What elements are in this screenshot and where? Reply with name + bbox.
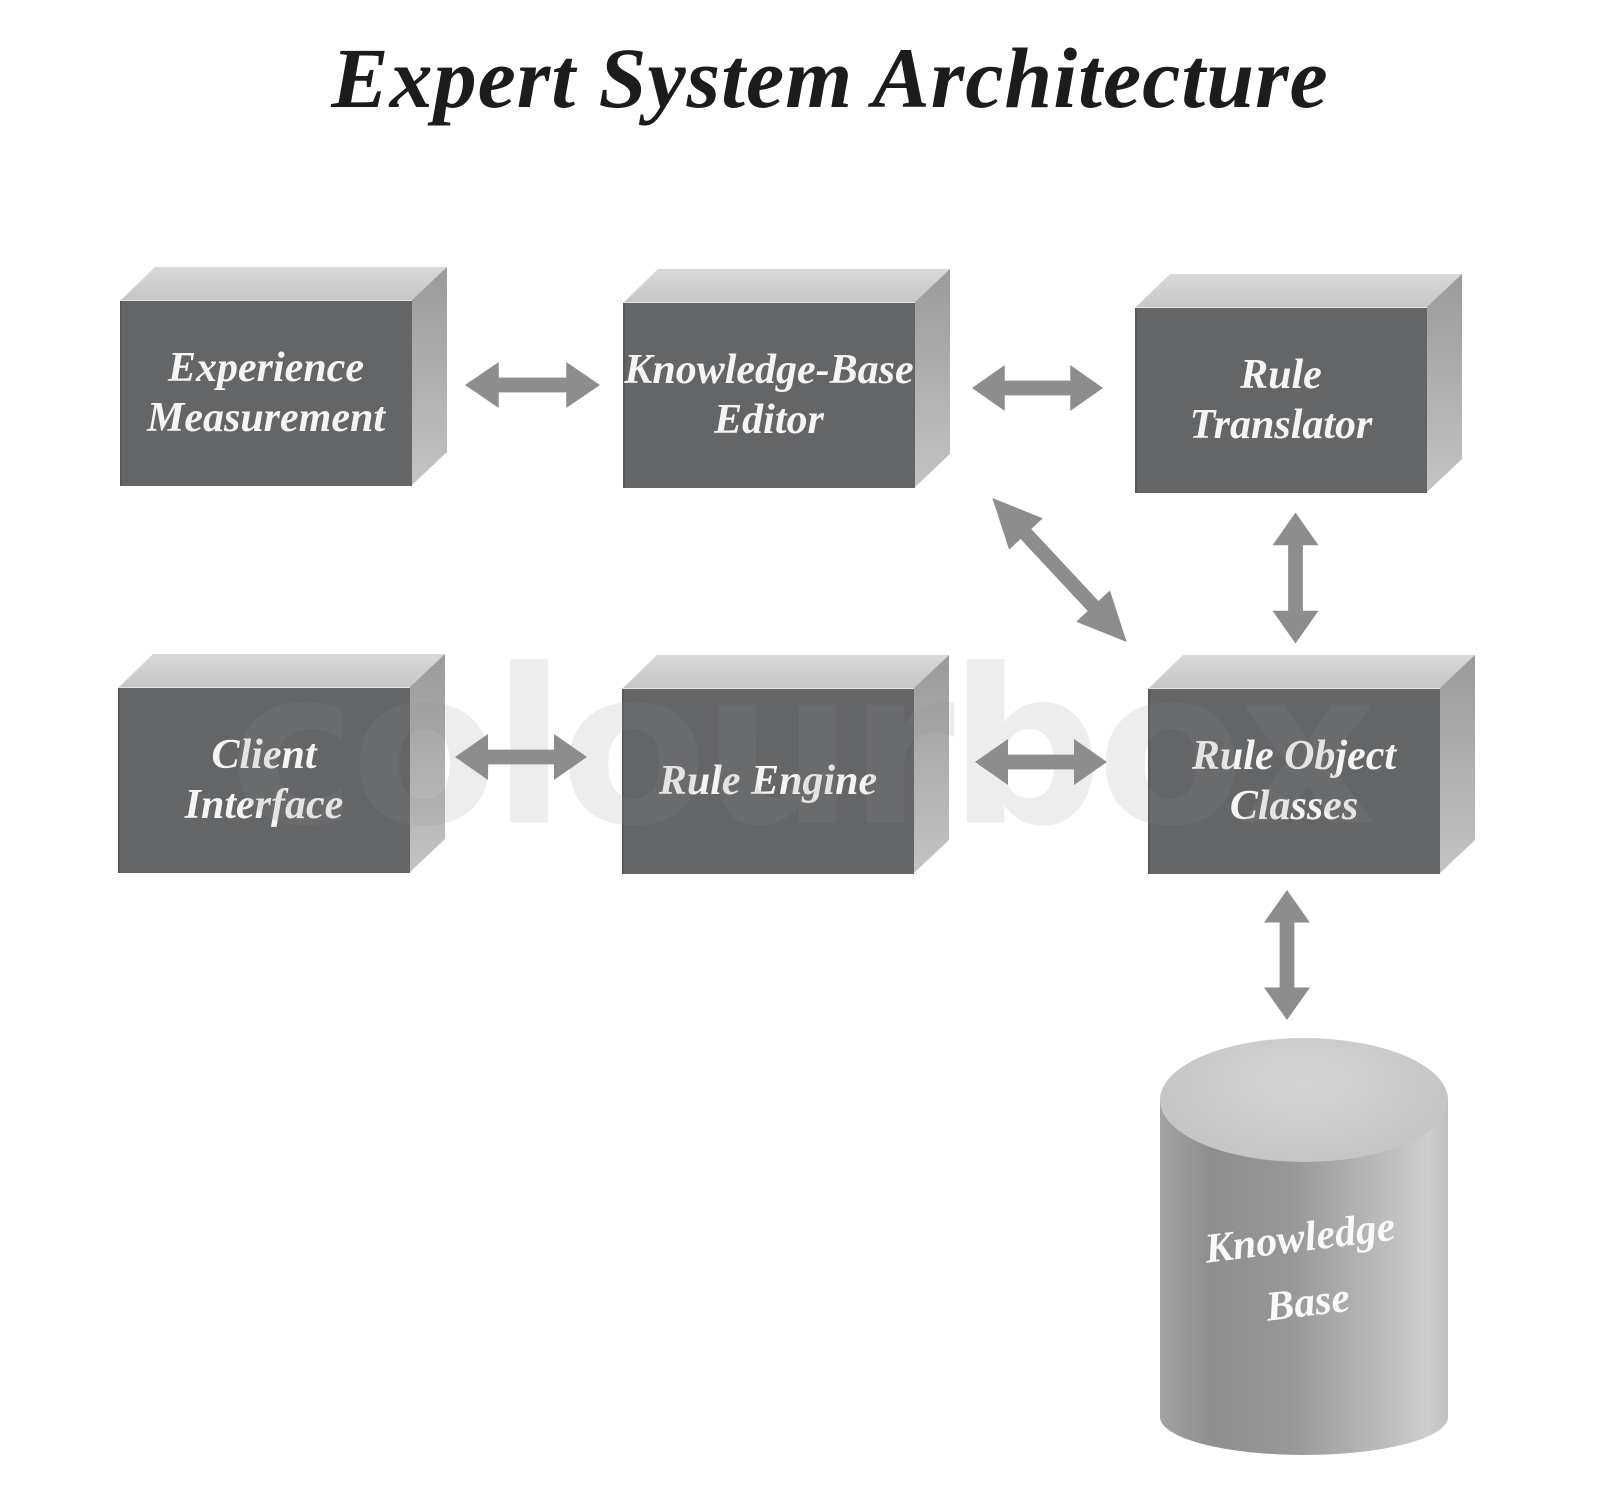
node-experience-measurement: Experience Measurement: [120, 267, 447, 486]
node-label-line: Experience: [168, 344, 364, 391]
node-label-line: Rule Engine: [658, 757, 878, 804]
box-top-face: [622, 655, 949, 689]
box-front-face: Rule Translator: [1135, 307, 1427, 493]
box-side-face: [1427, 274, 1462, 492]
node-label-line: Editor: [714, 396, 824, 443]
arrow-rule-object-classes-knowledge-base: [1264, 890, 1310, 1020]
cylinder-top-face: [1160, 1038, 1448, 1162]
box-top-face: [1148, 655, 1475, 689]
arrow-client-interface-rule-engine: [455, 734, 587, 780]
box-front-face: Experience Measurement: [120, 300, 412, 486]
box-top-face: [623, 269, 950, 303]
box-side-face: [412, 267, 447, 485]
node-label-line: Translator: [1189, 401, 1373, 448]
node-rule-object-classes: Rule Object Classes: [1148, 655, 1475, 874]
node-label: Client Interface: [185, 731, 344, 830]
box-side-face: [915, 269, 950, 487]
arrow-knowledge-base-editor-rule-object-classes: [976, 482, 1144, 657]
node-label-line: Rule Object: [1191, 732, 1397, 779]
box-front-face: Knowledge-Base Editor: [623, 302, 915, 488]
node-label: Rule Engine: [659, 757, 877, 807]
box-front-face: Client Interface: [118, 687, 410, 873]
node-client-interface: Client Interface: [118, 654, 445, 873]
arrow-experience-measurement-knowledge-base-editor: [465, 362, 600, 408]
arrow-rule-engine-rule-object-classes: [975, 739, 1107, 785]
box-front-face: Rule Object Classes: [1148, 688, 1440, 874]
node-knowledge-base: Knowledge Base: [1160, 1038, 1448, 1455]
box-side-face: [914, 655, 949, 873]
arrow-rule-translator-rule-object-classes: [1273, 513, 1319, 644]
node-label-line: Knowledge-Base: [624, 346, 914, 393]
arrow-knowledge-base-editor-rule-translator: [972, 365, 1103, 411]
diagram-title: Expert System Architecture: [331, 30, 1329, 126]
node-label-line: Measurement: [146, 394, 385, 441]
node-label: Rule Object Classes: [1192, 732, 1396, 831]
node-label-line: Interface: [184, 781, 344, 828]
box-top-face: [120, 267, 447, 301]
node-label: Experience Measurement: [147, 344, 385, 443]
node-knowledge-base-editor: Knowledge-Base Editor: [623, 269, 950, 488]
node-label-line: Classes: [1229, 782, 1359, 829]
box-side-face: [410, 654, 445, 872]
node-label-line: Client: [211, 731, 317, 778]
node-rule-translator: Rule Translator: [1135, 274, 1462, 493]
box-top-face: [118, 654, 445, 688]
node-label: Knowledge-Base Editor: [624, 346, 913, 445]
node-rule-engine: Rule Engine: [622, 655, 949, 874]
box-front-face: Rule Engine: [622, 688, 914, 874]
box-side-face: [1440, 655, 1475, 873]
box-top-face: [1135, 274, 1462, 308]
node-label-line: Rule: [1240, 351, 1322, 398]
node-label: Rule Translator: [1190, 351, 1373, 450]
